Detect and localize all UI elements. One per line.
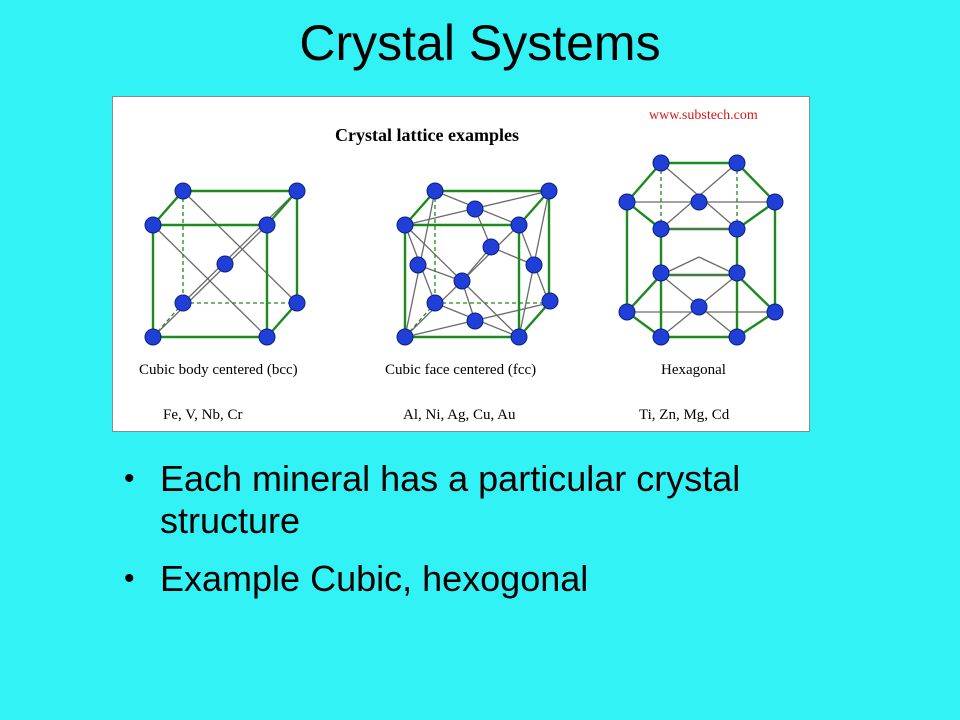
fcc-examples: Al, Ni, Ag, Cu, Au — [403, 407, 516, 423]
bullet-text: Example Cubic, hexogonal — [160, 558, 589, 599]
bcc-examples: Fe, V, Nb, Cr — [163, 407, 242, 423]
bullet-item: • Each mineral has a particular crystal … — [122, 458, 842, 542]
bullet-dot-icon: • — [124, 562, 135, 595]
bcc-lattice-diagram — [144, 182, 306, 346]
hexagonal-label: Hexagonal — [661, 362, 726, 378]
bullet-dot-icon: • — [124, 462, 135, 495]
bullet-list: • Each mineral has a particular crystal … — [122, 458, 842, 616]
fcc-label: Cubic face centered (fcc) — [385, 362, 536, 378]
bcc-label: Cubic body centered (bcc) — [139, 362, 298, 378]
figure-title: Crystal lattice examples — [335, 125, 519, 145]
fcc-lattice-diagram — [396, 182, 559, 346]
slide-title: Crystal Systems — [299, 15, 661, 71]
bullet-item: • Example Cubic, hexogonal — [122, 558, 842, 600]
crystal-lattice-figure: Crystal lattice examples www.substech.co… — [112, 96, 810, 432]
bullet-text: Each mineral has a particular crystal st… — [160, 458, 741, 541]
hexagonal-examples: Ti, Zn, Mg, Cd — [639, 407, 730, 423]
source-url: www.substech.com — [649, 108, 758, 123]
hexagonal-lattice-diagram — [618, 154, 784, 346]
